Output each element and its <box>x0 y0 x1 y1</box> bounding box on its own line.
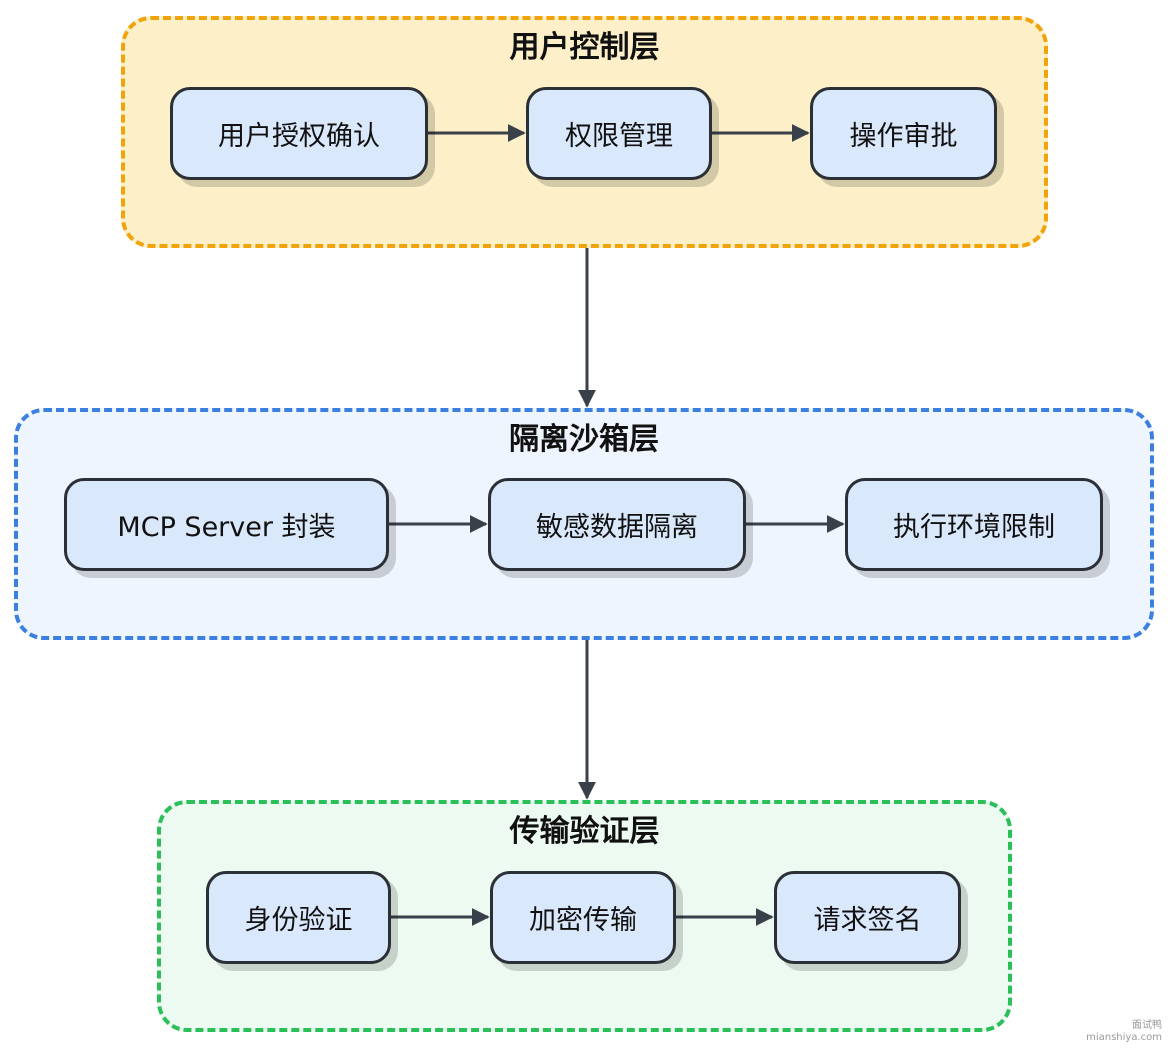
watermark-line2: mianshiya.com <box>1086 1032 1162 1043</box>
node-identity-verification: 身份验证 <box>206 871 391 964</box>
node-execution-env-restriction: 执行环境限制 <box>845 478 1103 571</box>
node-request-signature: 请求签名 <box>774 871 961 964</box>
node-encrypted-transmission: 加密传输 <box>490 871 676 964</box>
layer-title: 用户控制层 <box>509 30 660 65</box>
node-operation-approval: 操作审批 <box>810 87 997 180</box>
node-user-authorization: 用户授权确认 <box>170 87 428 180</box>
watermark: 面试鸭 mianshiya.com <box>1086 1020 1162 1044</box>
node-mcp-server-wrapper: MCP Server 封装 <box>64 478 389 571</box>
watermark-line1: 面试鸭 <box>1132 1020 1162 1031</box>
layer-title: 隔离沙箱层 <box>509 422 659 457</box>
node-permission-management: 权限管理 <box>526 87 712 180</box>
layer-title: 传输验证层 <box>509 814 660 849</box>
node-sensitive-data-isolation: 敏感数据隔离 <box>488 478 746 571</box>
